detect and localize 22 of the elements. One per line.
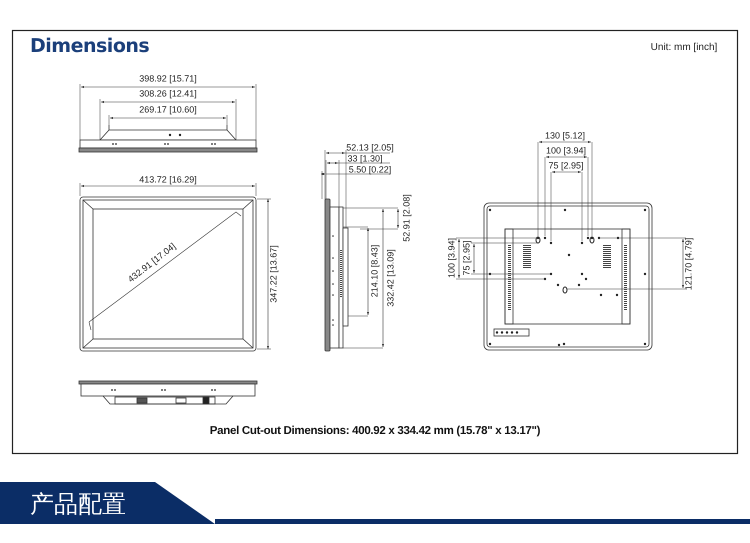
dimension-text: 33 [1.30]: [347, 154, 383, 164]
dimension-text: 308.26 [12.41]: [139, 90, 197, 98]
section-banner: [0, 482, 215, 524]
dimension-text: 52.13 [2.05]: [346, 144, 394, 152]
dimension-text: 5.50 [0.22]: [348, 166, 392, 174]
dimension-text: 75 [2.95]: [462, 240, 472, 276]
dimension-text: 269.17 [10.60]: [139, 106, 197, 114]
caption: Panel Cut-out Dimensions: 400.92 x 334.42 mm (15.78" x 13.17"): [208, 425, 542, 437]
dimension-text: 121.70 [4.79]: [684, 238, 694, 290]
dimension-text: 52.91 [2.08]: [402, 194, 412, 242]
dimension-text: 347.22 [13.67]: [270, 245, 278, 303]
dimension-text: 100 [3.94]: [546, 146, 586, 156]
dimension-text: 100 [3.94]: [448, 238, 456, 278]
section-heading: 产品配置: [30, 489, 126, 520]
unit-note: Unit: mm [inch]: [650, 43, 718, 53]
dimension-text: 75 [2.95]: [548, 162, 584, 170]
dimension-text: 214.10 [8.43]: [370, 244, 380, 298]
dimension-text: 398.92 [15.71]: [139, 74, 197, 84]
dimension-text: 332.42 [13.09]: [386, 249, 396, 307]
dimension-text: 130 [5.12]: [544, 132, 586, 140]
heading: Dimensions: [30, 35, 150, 57]
dimension-text: 413.72 [16.29]: [139, 176, 197, 184]
